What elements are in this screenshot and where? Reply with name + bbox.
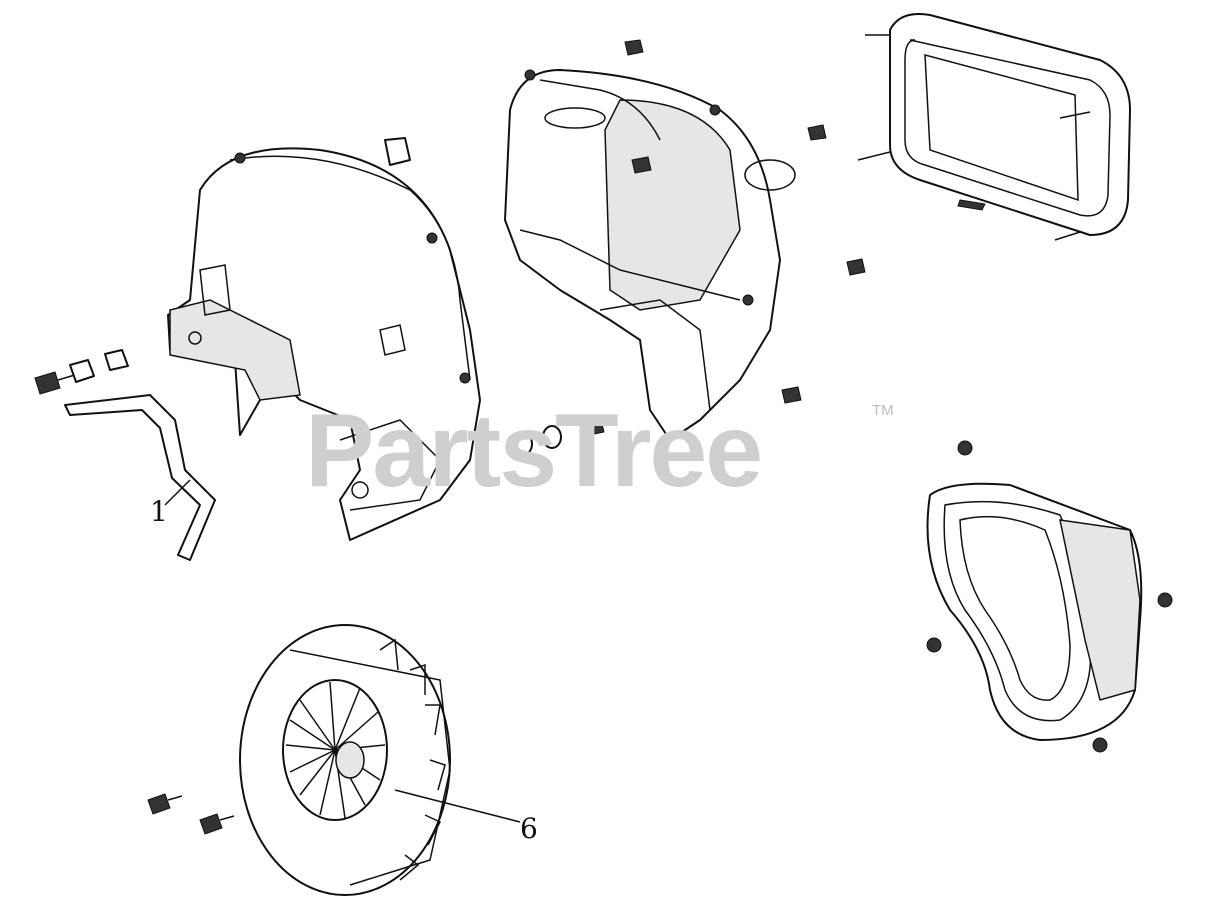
trademark-symbol: TM — [872, 402, 894, 419]
bracket-part-1[interactable] — [64, 394, 216, 561]
callout-label-6[interactable]: 6 — [520, 812, 538, 845]
blower-housing-left[interactable] — [167, 147, 481, 541]
center-fasteners[interactable] — [513, 39, 866, 456]
left-fasteners[interactable] — [34, 349, 129, 395]
blower-housing-center[interactable] — [504, 69, 796, 441]
gasket-right[interactable] — [926, 440, 1173, 753]
gasket-frame-top-right[interactable] — [857, 13, 1131, 241]
flywheel-fan-part-6[interactable] — [239, 624, 521, 896]
watermark: PartsTree — [305, 393, 763, 509]
clip[interactable] — [384, 137, 411, 166]
callout-label-1[interactable]: 1 — [150, 495, 168, 528]
fan-bolts[interactable] — [147, 793, 235, 835]
